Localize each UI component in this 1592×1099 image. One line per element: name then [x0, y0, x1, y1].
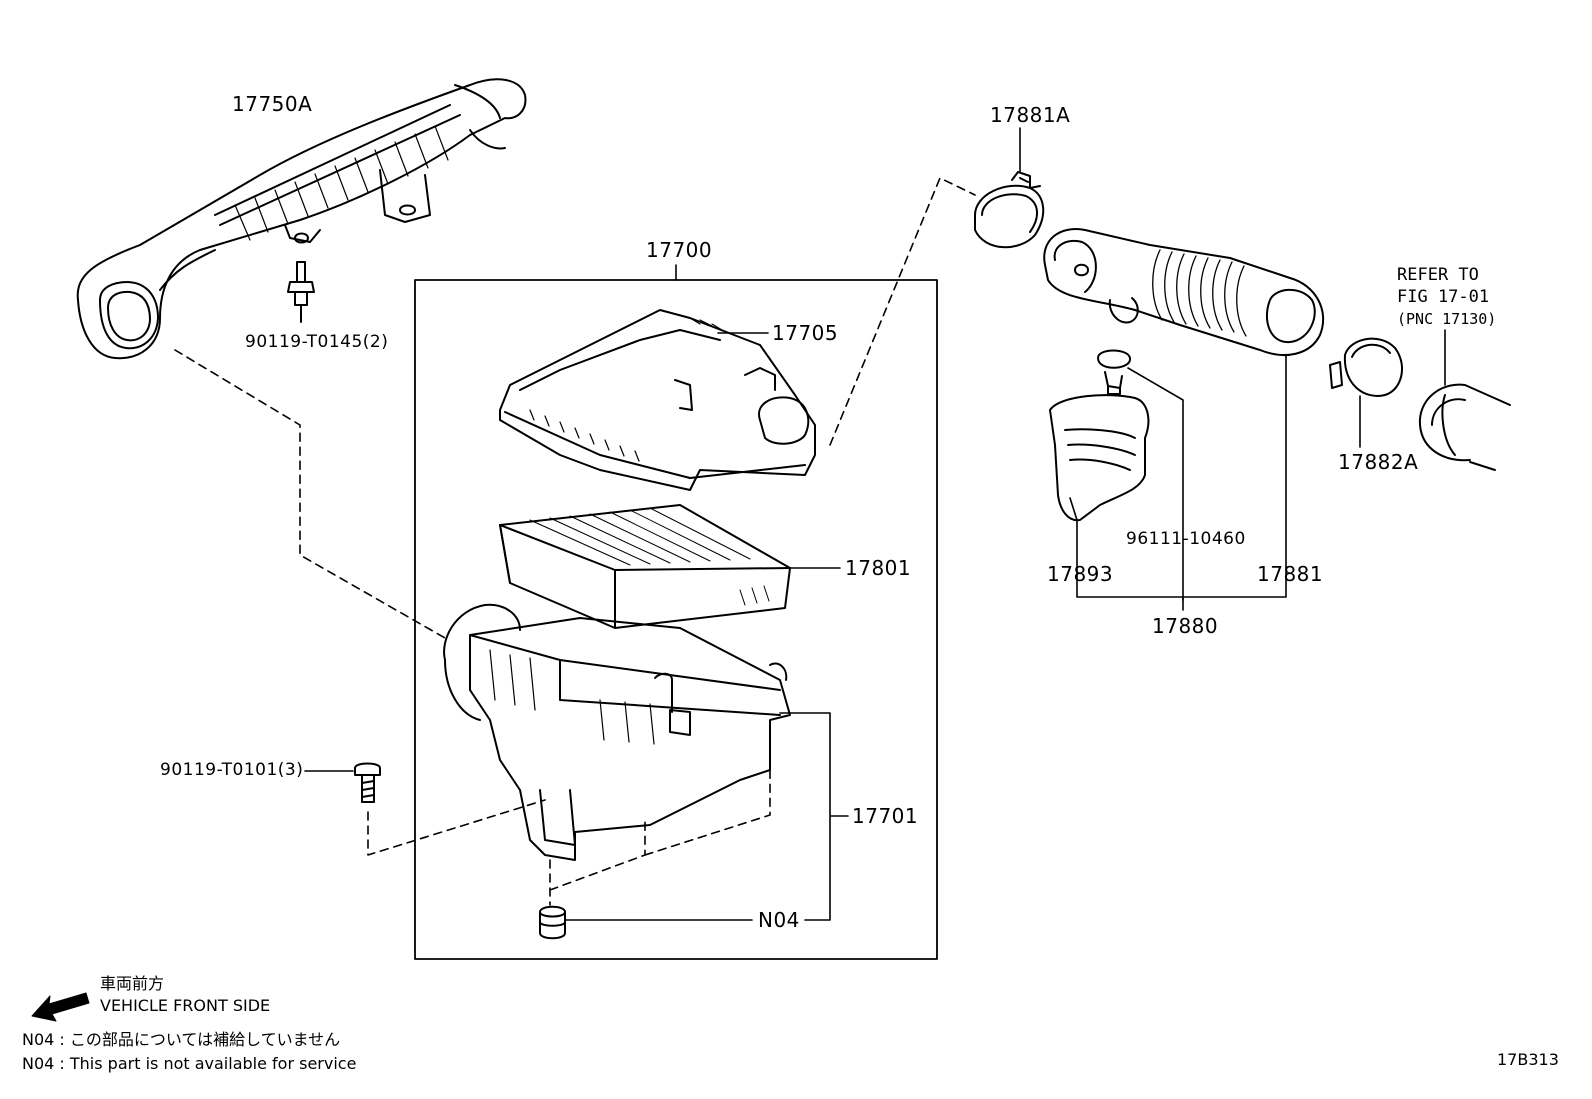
- hose-clamp-17881A: [974, 171, 1045, 249]
- connection-line-inlet: [174, 349, 446, 639]
- part-label-17882A: 17882A: [1338, 450, 1419, 474]
- refer-note: REFER TO FIG 17-01 (PNC 17130): [1397, 264, 1496, 330]
- footnote-en: N04 : This part is not available for ser…: [22, 1054, 357, 1073]
- air-cleaner-case-17701: [443, 603, 791, 861]
- air-cleaner-cover-17705: [499, 309, 816, 491]
- resonator-17893: [1049, 394, 1150, 522]
- part-label-17801: 17801: [845, 556, 912, 580]
- refer-hose-17130: [1418, 383, 1511, 471]
- leader-17880-group: [1069, 354, 1287, 611]
- part-label-17701: 17701: [852, 804, 919, 828]
- bolt-90119-T0145: [287, 261, 315, 323]
- direction-label-en: VEHICLE FRONT SIDE: [100, 996, 271, 1015]
- intake-hose-17881: [1043, 228, 1325, 356]
- air-inlet-duct-17750A: [76, 78, 527, 360]
- refer-line-2: FIG 17-01: [1397, 287, 1490, 307]
- grommet-N04: [539, 905, 566, 940]
- hose-clamp-17882A: [1329, 337, 1403, 397]
- bolt-90119-T0101: [354, 762, 381, 803]
- leader-17701: [779, 712, 849, 921]
- part-label-90119-T0145: 90119-T0145(2): [245, 332, 389, 352]
- part-label-N04: N04: [758, 908, 800, 932]
- refer-line-1: REFER TO: [1397, 265, 1479, 285]
- arrow-left-icon: [31, 992, 90, 1022]
- part-label-17750A: 17750A: [232, 92, 313, 116]
- part-label-90119-T0101: 90119-T0101(3): [160, 760, 304, 780]
- clamp-96111-10460: [1097, 349, 1131, 395]
- direction-label-jp: 車両前方: [100, 974, 165, 993]
- assembly-frame-17700: [414, 279, 938, 960]
- part-label-96111-10460: 96111-10460: [1126, 529, 1246, 549]
- part-label-17705: 17705: [772, 321, 839, 345]
- figure-code: 17B313: [1497, 1050, 1559, 1069]
- part-label-17880: 17880: [1152, 614, 1219, 638]
- part-label-17893: 17893: [1047, 562, 1114, 586]
- connection-line-outlet: [829, 177, 976, 446]
- part-label-17881A: 17881A: [990, 103, 1071, 127]
- part-label-17881: 17881: [1257, 562, 1324, 586]
- connection-lines-case: [367, 754, 771, 906]
- filter-element-17801: [499, 504, 791, 629]
- refer-line-3: (PNC 17130): [1397, 310, 1497, 328]
- part-label-17700: 17700: [646, 238, 713, 262]
- footnote-jp: N04 : この部品については補給していません: [22, 1030, 341, 1049]
